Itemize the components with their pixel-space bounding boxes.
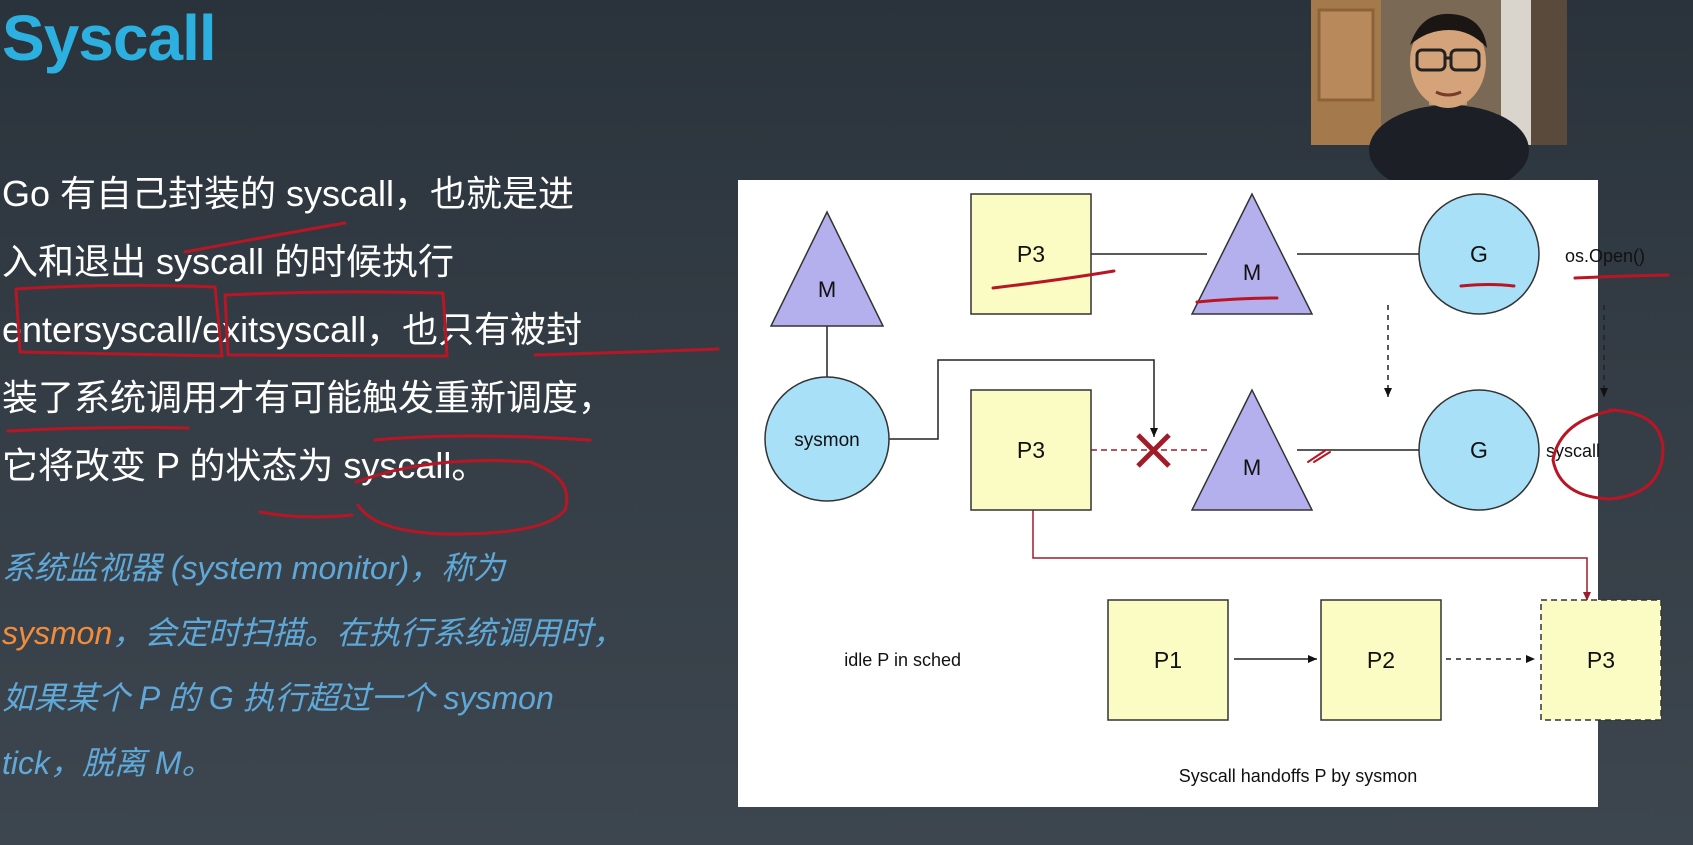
processor-p3-bottom-label: P3 — [1587, 647, 1615, 673]
machine-top — [1190, 192, 1314, 315]
body-line-5: 它将改变 P 的状态为 syscall。 — [2, 445, 488, 486]
processor-p3-top — [970, 193, 1092, 315]
machine-left — [769, 210, 885, 327]
machine-mid — [1190, 388, 1314, 511]
goroutine-top-label: G — [1470, 241, 1488, 267]
os-open-call-label: os.Open() — [1565, 246, 1645, 266]
sysmon-note: 系统监视器 (system monitor)，称为 sysmon，会定时扫描。在… — [2, 536, 702, 796]
detach-cross-icon — [1136, 433, 1171, 468]
body-line-4: 装了系统调用才有可能触发重新调度， — [2, 377, 615, 418]
syscall-state-label: syscall — [1546, 441, 1600, 461]
sysmon-highlight: sysmon — [2, 615, 113, 651]
processor-p1-label: P1 — [1154, 647, 1182, 673]
processor-p3-mid — [970, 389, 1092, 511]
annotation-underline-status — [258, 510, 354, 519]
sub-line-2-rest: ，会定时扫描。在执行系统调用时， — [112, 615, 625, 651]
processor-p3-mid-label: P3 — [1017, 437, 1045, 463]
body-line-2: 入和退出 syscall 的时候执行 — [2, 241, 455, 282]
diagram-caption: Syscall handoffs P by sysmon — [1179, 766, 1417, 786]
sysmon-node-label: sysmon — [794, 430, 859, 451]
body-line-3: entersyscall/exitsyscall，也只有被封 — [2, 309, 583, 350]
sub-line-2: sysmon，会定时扫描。在执行系统调用时， — [2, 601, 702, 666]
sub-line-4: tick，脱离 M。 — [2, 745, 214, 781]
sub-line-3: 如果某个 P 的 G 执行超过一个 sysmon — [2, 680, 554, 716]
syscall-diagram: M sysmon P3 M G os.Open() P3 M G syscall… — [738, 180, 1662, 807]
idle-p-label: idle P in sched — [844, 650, 961, 670]
processor-p3-top-label: P3 — [1017, 241, 1045, 267]
machine-top-label: M — [1243, 260, 1261, 285]
slide-title: Syscall — [2, 2, 217, 74]
body-line-1: Go 有自己封装的 syscall，也就是进 — [2, 173, 575, 214]
sub-line-1: 系统监视器 (system monitor)，称为 — [2, 550, 506, 586]
handoff-p3-arrow — [1032, 506, 1591, 601]
goroutine-mid-label: G — [1470, 437, 1488, 463]
diagram-canvas: M sysmon P3 M G os.Open() P3 M G syscall… — [764, 192, 1662, 786]
presenter-webcam — [1311, 0, 1567, 195]
processor-p3-bottom — [1540, 599, 1662, 721]
machine-left-label: M — [818, 277, 836, 302]
slide-body: Go 有自己封装的 syscall，也就是进 入和退出 syscall 的时候执… — [2, 160, 682, 500]
processor-p2 — [1320, 599, 1442, 721]
sysmon-to-handoff-arrow — [889, 359, 1158, 440]
processor-p2-label: P2 — [1367, 647, 1395, 673]
processor-p1 — [1107, 599, 1229, 721]
presenter-video-frame — [1311, 0, 1567, 195]
sysmon-node — [764, 376, 890, 502]
machine-mid-label: M — [1243, 455, 1261, 480]
goroutine-mid — [1418, 389, 1540, 511]
